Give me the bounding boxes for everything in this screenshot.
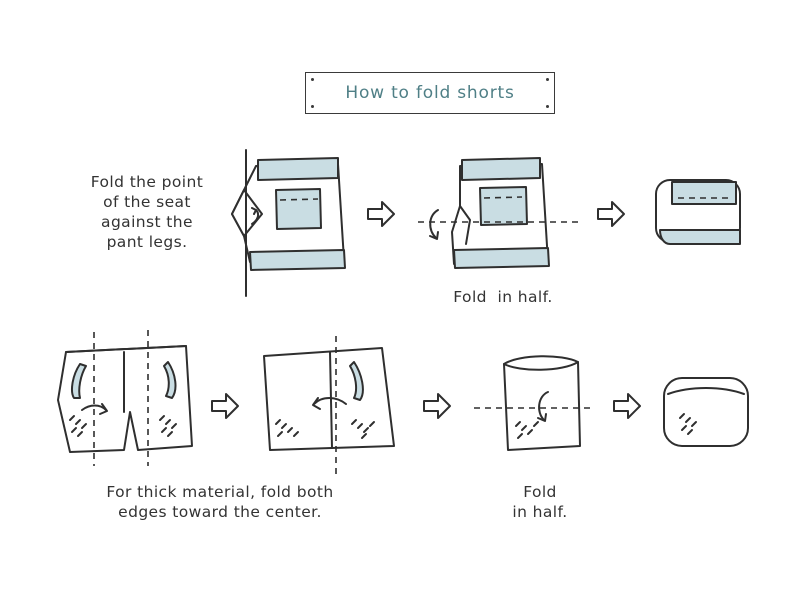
right-arrow-icon — [597, 201, 625, 227]
step2-fold-caption-line: in half. — [512, 503, 568, 521]
step2-fold-caption: Fold in half. — [500, 482, 580, 522]
corner-dot — [311, 78, 314, 81]
corner-dot — [546, 105, 549, 108]
right-arrow-icon — [367, 201, 395, 227]
shorts-step1b-illustration — [451, 157, 550, 269]
step2-caption-line: edges toward the center. — [118, 503, 322, 521]
right-arrow-icon — [613, 393, 641, 419]
step2-fold-caption-line: Fold — [523, 483, 557, 501]
step1-caption-line: of the seat — [103, 193, 191, 211]
step1-caption-line: pant legs. — [106, 233, 188, 251]
corner-dot — [546, 78, 549, 81]
step1-caption: Fold the point of the seat against the p… — [72, 172, 222, 252]
step1-caption-line: against the — [101, 213, 193, 231]
shorts-step2d-illustration — [663, 377, 749, 447]
curved-fold-arrow-icon — [429, 209, 439, 240]
step2-caption: For thick material, fold both edges towa… — [75, 482, 365, 522]
shorts-step2c-illustration — [503, 355, 581, 451]
title-box: How to fold shorts — [305, 72, 555, 114]
corner-dot — [311, 105, 314, 108]
right-arrow-icon — [211, 393, 239, 419]
shorts-step1-illustration — [231, 157, 346, 271]
step2-caption-line: For thick material, fold both — [106, 483, 334, 501]
shorts-step2a-illustration — [57, 345, 193, 453]
step1-fold-caption: Fold in half. — [453, 288, 553, 306]
page-title: How to fold shorts — [345, 83, 515, 103]
right-arrow-icon — [423, 393, 451, 419]
shorts-step1c-illustration — [655, 179, 741, 245]
shorts-step2b-illustration — [263, 347, 395, 451]
step1-caption-line: Fold the point — [90, 173, 204, 191]
